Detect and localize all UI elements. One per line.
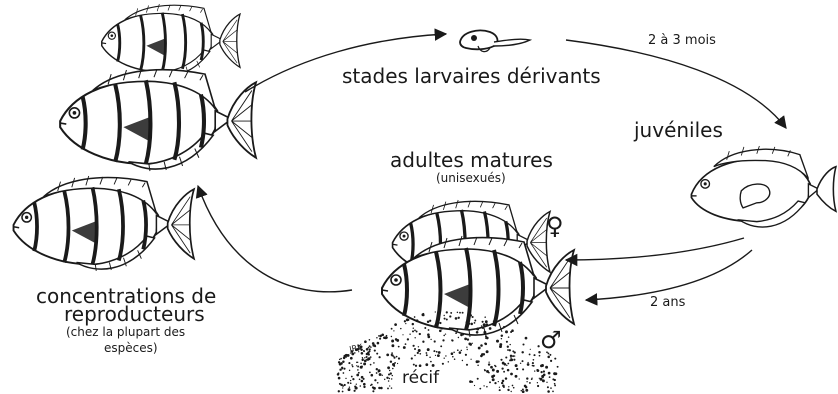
- juvenile-fish-icon: [691, 146, 835, 227]
- label-duration-larval: 2 à 3 mois: [648, 34, 716, 48]
- label-duration-adult: 2 ans: [650, 296, 685, 310]
- breeder-fish-middle: [60, 68, 256, 171]
- label-breeders-sub-line2: espèces): [104, 342, 158, 355]
- breeder-fish-bottom: [14, 176, 194, 271]
- female-symbol-icon: ♀: [546, 214, 564, 239]
- arrow-juveniles-to-females: [566, 238, 744, 260]
- label-juveniles: juvéniles: [634, 120, 723, 141]
- label-breeders-line2: reproducteurs: [64, 304, 205, 325]
- label-adults: adultes matures: [390, 150, 553, 171]
- label-reef: récif: [402, 370, 439, 388]
- breeder-fish-top: [102, 4, 240, 77]
- male-symbol-icon: ♂: [540, 328, 562, 353]
- larva-icon: [460, 30, 530, 51]
- label-breeders-sub-line1: (chez la plupart des: [66, 326, 185, 339]
- label-larval-stages: stades larvaires dérivants: [342, 66, 601, 87]
- arrow-adults-to-breeders: [198, 186, 352, 292]
- label-adults-sub: (unisexués): [436, 172, 506, 185]
- arrow-juveniles-to-males: [586, 250, 752, 300]
